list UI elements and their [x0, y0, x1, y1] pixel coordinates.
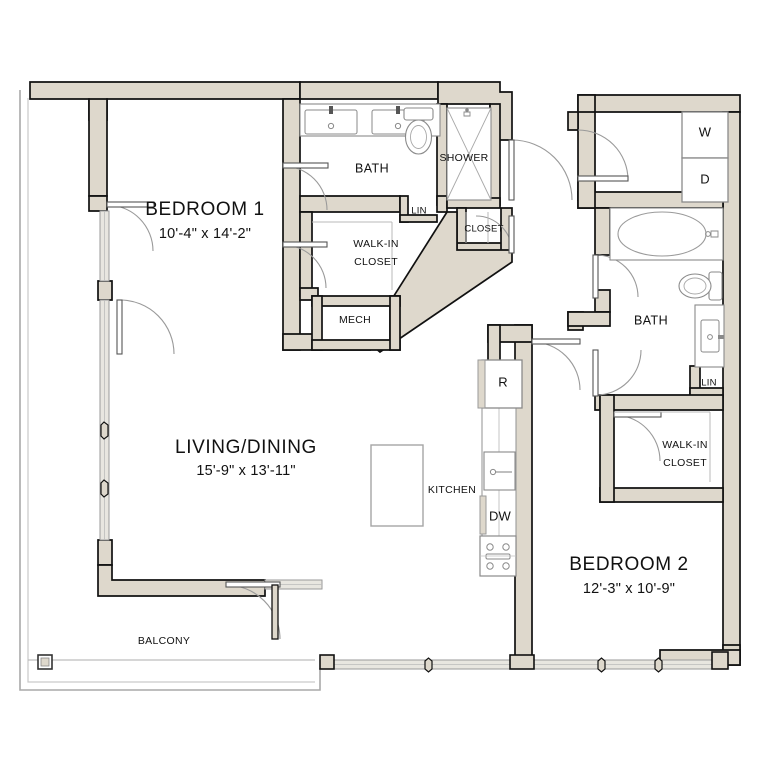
appliance-label-dishwasher: DW — [489, 508, 512, 523]
room-label-walkin1-line1: WALK-IN — [353, 238, 398, 250]
wall-masses — [29, 81, 741, 666]
room-label-bath2: BATH — [634, 313, 668, 327]
balcony-corner-column — [37, 654, 53, 670]
room-label-balcony: BALCONY — [138, 635, 190, 647]
room-dim-living-dining: 15'-9" x 13'-11" — [196, 463, 295, 479]
room-label-shower: SHOWER — [439, 152, 488, 164]
room-label-walkin1-line2: CLOSET — [354, 256, 398, 268]
room-label-walkin2-line2: CLOSET — [663, 457, 707, 469]
toilet-fixture-bath2 — [678, 271, 723, 301]
appliance-labels: W D R DW — [489, 124, 712, 523]
toilet-fixture-bath1 — [403, 107, 434, 155]
vanity-fixture-bath2 — [694, 304, 725, 368]
room-label-closet1: CLOSET — [464, 224, 503, 235]
shower-stall-fixture — [446, 107, 492, 201]
window-wall-bottom-right — [531, 657, 728, 673]
appliance-label-washer: W — [699, 124, 712, 139]
room-label-bedroom2: BEDROOM 2 — [569, 554, 688, 575]
window-wall-left-upper — [99, 210, 110, 282]
kitchen-fixtures — [370, 359, 523, 577]
room-label-walkin2-line1: WALK-IN — [662, 439, 707, 451]
room-labels: BEDROOM 1 10'-4" x 14'-2" LIVING/DINING … — [138, 152, 717, 647]
balcony-outline — [19, 90, 321, 691]
washer-dryer-fixtures — [681, 111, 729, 203]
window-walls — [99, 210, 729, 673]
appliance-label-refrigerator: R — [498, 374, 508, 389]
room-label-kitchen: KITCHEN — [428, 484, 476, 496]
doors — [106, 129, 662, 640]
room-label-lin2: LIN — [701, 378, 716, 389]
closet-shelf-lines — [312, 212, 711, 482]
room-label-mech: MECH — [339, 314, 371, 326]
window-wall-left-lower — [99, 299, 110, 541]
appliance-label-dryer: D — [700, 171, 710, 186]
room-dim-bedroom2: 12'-3" x 10'-9" — [583, 581, 675, 597]
room-dim-bedroom1: 10'-4" x 14'-2" — [159, 226, 251, 242]
room-label-lin1: LIN — [411, 206, 426, 217]
room-label-bedroom1: BEDROOM 1 — [145, 199, 264, 220]
bathtub-fixture — [609, 207, 724, 261]
room-label-bath1: BATH — [355, 161, 389, 175]
room-label-living-dining: LIVING/DINING — [175, 437, 317, 458]
window-wall-bottom-left — [329, 657, 521, 673]
